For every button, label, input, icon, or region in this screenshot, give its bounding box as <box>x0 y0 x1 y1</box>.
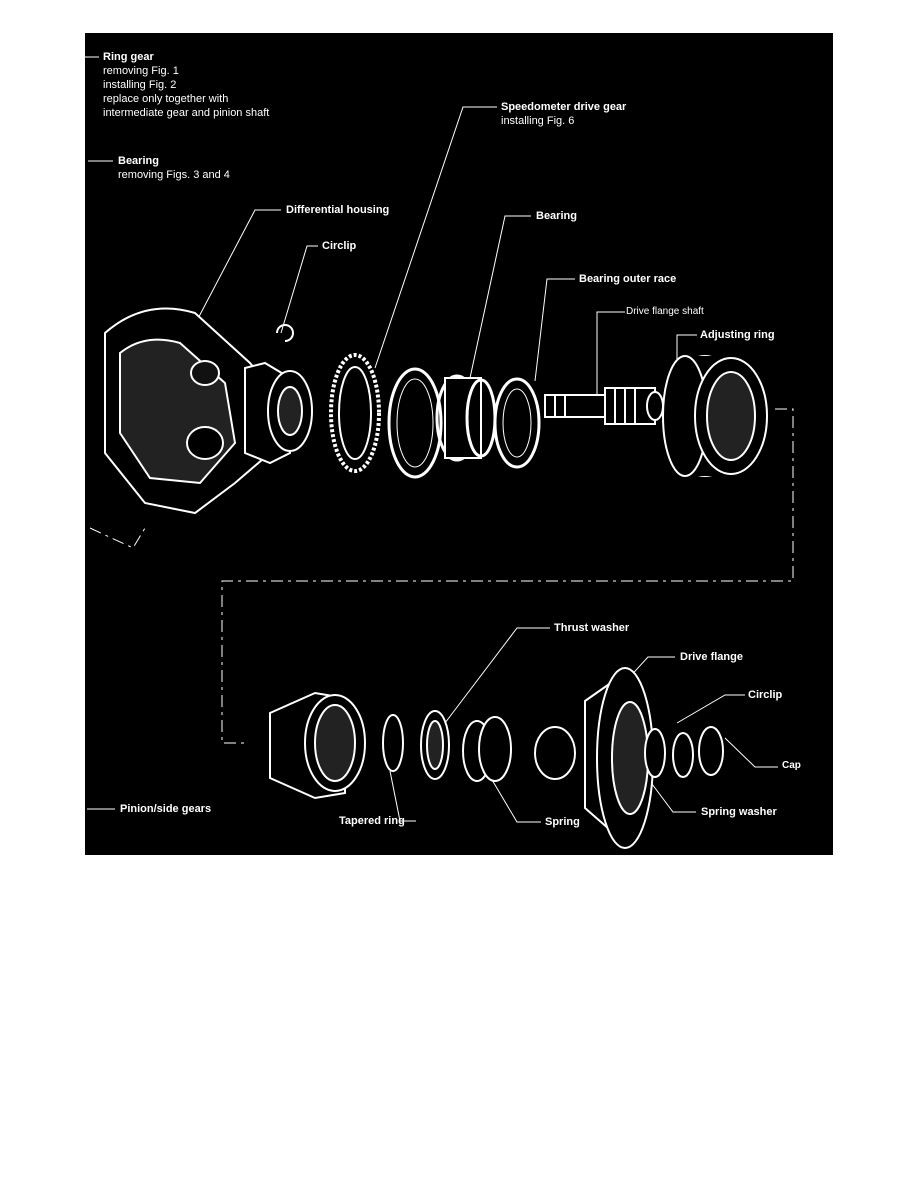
label-drive-flange-text: Drive flange <box>680 651 743 663</box>
label-speedometer-line: installing Fig. 6 <box>501 115 575 127</box>
label-cap-text: Cap <box>782 760 801 771</box>
label-spring-washer-text: Spring washer <box>701 806 777 818</box>
label-drive-flange-shaft: Drive flange shaft <box>626 305 704 319</box>
label-ring-gear-line: removing Fig. 1 <box>103 65 179 77</box>
adjusting-ring-drawing <box>662 355 768 477</box>
label-ring-gear-line: installing Fig. 2 <box>103 79 177 91</box>
label-drive-flange-shaft-text: Drive flange shaft <box>626 306 704 317</box>
label-circlip-top: Circlip <box>322 239 356 253</box>
label-ring-gear-line: replace only together with <box>103 93 229 105</box>
label-bearing-left-title: Bearing <box>118 155 159 167</box>
label-tapered-ring: Tapered ring <box>339 814 405 828</box>
label-bearing-left-line: removing Figs. 3 and 4 <box>118 169 230 181</box>
label-circlip-bottom: Circlip <box>748 688 782 702</box>
label-bearing-left: Bearing removing Figs. 3 and 4 <box>118 154 230 182</box>
label-adjusting-ring-text: Adjusting ring <box>700 329 775 341</box>
label-thrust-washer-text: Thrust washer <box>554 622 630 634</box>
label-ring-gear-line: intermediate gear and pinion shaft <box>103 107 270 119</box>
label-ring-gear-title: Ring gear <box>103 51 154 63</box>
label-bearing-top-text: Bearing <box>536 210 577 222</box>
label-speedometer-title: Speedometer drive gear <box>501 101 627 113</box>
label-spring: Spring <box>545 815 580 829</box>
label-pinion-side-gears: Pinion/side gears <box>120 802 211 816</box>
label-speedometer-drive-gear: Speedometer drive gear installing Fig. 6 <box>501 100 626 128</box>
differential-housing-drawing <box>104 307 313 515</box>
label-adjusting-ring: Adjusting ring <box>700 328 775 342</box>
label-cap: Cap <box>782 759 801 773</box>
label-bearing-top: Bearing <box>536 209 577 223</box>
label-differential-housing-text: Differential housing <box>286 204 390 216</box>
diagram-drawing <box>85 56 794 849</box>
label-ring-gear: Ring gear removing Fig. 1 installing Fig… <box>103 50 269 120</box>
label-thrust-washer: Thrust washer <box>554 621 629 635</box>
lower-parts-drawing <box>269 667 724 849</box>
exploded-view-diagram: Ring gear removing Fig. 1 installing Fig… <box>85 33 833 855</box>
label-bearing-outer-race-text: Bearing outer race <box>579 273 677 285</box>
label-spring-washer: Spring washer <box>701 805 777 819</box>
label-circlip-top-text: Circlip <box>322 240 357 252</box>
label-bearing-outer-race: Bearing outer race <box>579 272 676 286</box>
drive-flange-shaft-drawing <box>544 387 664 425</box>
label-tapered-ring-text: Tapered ring <box>339 815 405 827</box>
label-circlip-bottom-text: Circlip <box>748 689 783 701</box>
label-spring-text: Spring <box>545 816 580 828</box>
label-differential-housing: Differential housing <box>286 203 389 217</box>
label-drive-flange: Drive flange <box>680 650 743 664</box>
speedometer-gear-drawing <box>329 353 381 473</box>
bearing-rings-drawing <box>387 367 541 479</box>
label-pinion-side-gears-text: Pinion/side gears <box>120 803 212 815</box>
